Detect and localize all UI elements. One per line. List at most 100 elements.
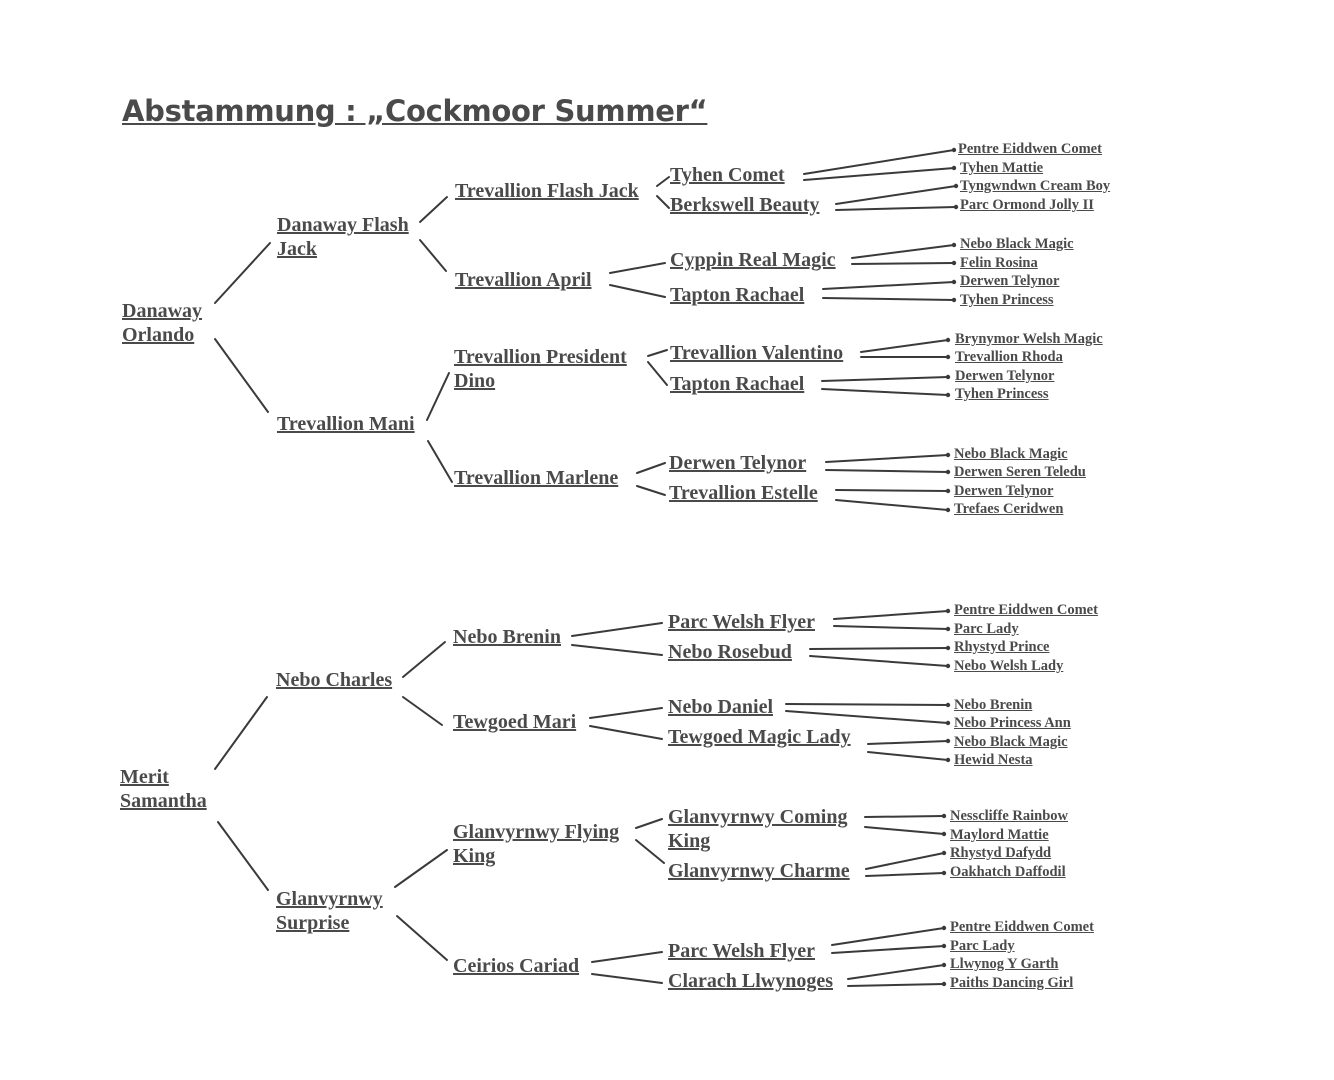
connector-line: [647, 349, 668, 357]
pedigree-gen3-dam-sire-dam: Tewgoed Mari: [453, 711, 577, 733]
pedigree-gen3-dam-dam-sire: Glanvyrnwy Flying King: [453, 821, 620, 867]
connector-line: [822, 297, 955, 301]
pedigree-gen5-dam-dam-dam-dam-sire: Llwynog Y Garth: [950, 956, 1059, 972]
pedigree-gen4-dam-dam-dam-sire: Parc Welsh Flyer: [668, 940, 816, 962]
connector-line: [571, 622, 663, 637]
connector-line: [821, 376, 949, 382]
connector-dot: [941, 870, 947, 876]
pedigree-gen2-dam-dam: Glanvyrnwy Surprise: [276, 888, 383, 934]
connector-dot: [945, 626, 951, 632]
connector-line: [647, 361, 668, 386]
pedigree-gen5-dam-dam-sire-dam-dam: Oakhatch Daffodil: [950, 864, 1066, 880]
connector-line: [864, 815, 945, 818]
pedigree-gen5-sire-dam-dam-dam-sire: Derwen Telynor: [954, 483, 1054, 499]
connector-dot: [941, 962, 947, 968]
connector-dot: [941, 943, 947, 949]
pedigree-gen4-sire-dam-sire-sire: Trevallion Valentino: [670, 342, 844, 364]
pedigree-gen2-sire-sire: Danaway Flash Jack: [277, 214, 409, 260]
connector-line: [609, 284, 666, 298]
connector-dot: [945, 608, 951, 614]
connector-line: [656, 195, 670, 209]
pedigree-gen5-dam-sire-dam-sire-sire: Nebo Brenin: [954, 697, 1033, 713]
connector-line: [394, 849, 448, 888]
connector-dot: [951, 147, 957, 153]
pedigree-gen5-dam-sire-dam-sire-dam: Nebo Princess Ann: [954, 715, 1071, 731]
connector-line: [214, 242, 271, 304]
connector-line: [803, 167, 955, 181]
connector-line: [835, 185, 957, 205]
connector-dot: [945, 738, 951, 744]
connector-line: [835, 206, 957, 211]
pedigree-gen2-sire-dam: Trevallion Mani: [277, 413, 415, 435]
connector-dot: [941, 925, 947, 931]
connector-dot: [945, 507, 951, 513]
connector-line: [822, 281, 955, 290]
pedigree-gen4-dam-sire-sire-dam: Nebo Rosebud: [668, 641, 792, 663]
connector-line: [589, 707, 663, 719]
pedigree-gen5-sire-dam-sire-sire-dam: Trevallion Rhoda: [955, 349, 1063, 365]
connector-line: [396, 915, 448, 961]
connector-line: [847, 983, 945, 987]
pedigree-gen5-dam-dam-sire-sire-sire: Nesscliffe Rainbow: [950, 808, 1069, 824]
pedigree-gen3-sire-sire-dam: Trevallion April: [455, 269, 592, 291]
pedigree-gen4-sire-sire-sire-dam: Berkswell Beauty: [670, 194, 820, 216]
connector-line: [847, 964, 945, 980]
pedigree-gen5-sire-dam-dam-sire-dam: Derwen Seren Teledu: [954, 464, 1086, 480]
connector-dot: [945, 702, 951, 708]
connector-line: [656, 176, 670, 187]
connector-line: [865, 852, 945, 870]
pedigree-gen4-dam-sire-dam-dam: Tewgoed Magic Lady: [668, 726, 851, 748]
connector-dot: [953, 183, 959, 189]
pedigree-gen4-dam-dam-sire-dam: Glanvyrnwy Charme: [668, 860, 850, 882]
connector-line: [825, 469, 949, 473]
pedigree-gen3-dam-sire-sire: Nebo Brenin: [453, 626, 561, 648]
connector-line: [864, 826, 945, 835]
connector-dot: [945, 720, 951, 726]
connector-dot: [945, 488, 951, 494]
connector-line: [831, 945, 945, 954]
connector-line: [831, 927, 945, 946]
connector-line: [214, 338, 269, 413]
connector-line: [821, 388, 949, 396]
pedigree-gen4-sire-dam-dam-sire: Derwen Telynor: [669, 452, 807, 474]
pedigree-gen5-dam-dam-dam-dam-dam: Paiths Dancing Girl: [950, 975, 1074, 991]
pedigree-gen3-sire-sire-sire: Trevallion Flash Jack: [455, 180, 639, 202]
pedigree-gen1-dam: Merit Samantha: [120, 766, 207, 812]
connector-dot: [951, 260, 957, 266]
pedigree-gen5-sire-dam-sire-sire-sire: Brynymor Welsh Magic: [955, 331, 1103, 347]
pedigree-gen5-sire-dam-dam-sire-sire: Nebo Black Magic: [954, 446, 1068, 462]
pedigree-gen3-sire-dam-sire: Trevallion President Dino: [454, 346, 627, 392]
pedigree-gen4-sire-sire-dam-sire: Cyppin Real Magic: [670, 249, 836, 271]
connector-line: [591, 951, 663, 963]
connector-line: [571, 644, 663, 656]
connector-dot: [953, 204, 959, 210]
pedigree-gen5-dam-sire-sire-dam-sire: Rhystyd Prince: [954, 639, 1050, 655]
pedigree-gen5-sire-sire-dam-dam-sire: Derwen Telynor: [960, 273, 1060, 289]
connector-line: [402, 696, 443, 726]
pedigree-gen5-sire-sire-dam-sire-sire: Nebo Black Magic: [960, 236, 1074, 252]
connector-line: [835, 489, 949, 492]
connector-line: [860, 339, 949, 353]
pedigree-gen2-dam-sire: Nebo Charles: [276, 669, 393, 691]
connector-dot: [951, 165, 957, 171]
connector-dot: [941, 850, 947, 856]
connector-line: [851, 244, 955, 259]
connector-dot: [945, 392, 951, 398]
pedigree-gen5-sire-dam-sire-dam-dam: Tyhen Princess: [955, 386, 1049, 402]
connector-dot: [945, 354, 951, 360]
connector-line: [402, 641, 446, 678]
pedigree-gen5-sire-sire-dam-sire-dam: Felin Rosina: [960, 255, 1038, 271]
connector-dot: [945, 645, 951, 651]
connector-line: [635, 839, 665, 864]
connector-line: [636, 485, 666, 496]
connector-dot: [945, 337, 951, 343]
connector-line: [785, 710, 949, 724]
connector-dot: [951, 279, 957, 285]
pedigree-gen4-dam-sire-dam-sire: Nebo Daniel: [668, 696, 773, 718]
pedigree-gen5-dam-dam-sire-sire-dam: Maylord Mattie: [950, 827, 1049, 843]
connector-line: [426, 372, 450, 421]
pedigree-gen1-sire: Danaway Orlando: [122, 300, 203, 346]
pedigree-gen4-dam-dam-sire-sire: Glanvyrnwy Coming King: [668, 806, 848, 852]
connector-dot: [941, 831, 947, 837]
